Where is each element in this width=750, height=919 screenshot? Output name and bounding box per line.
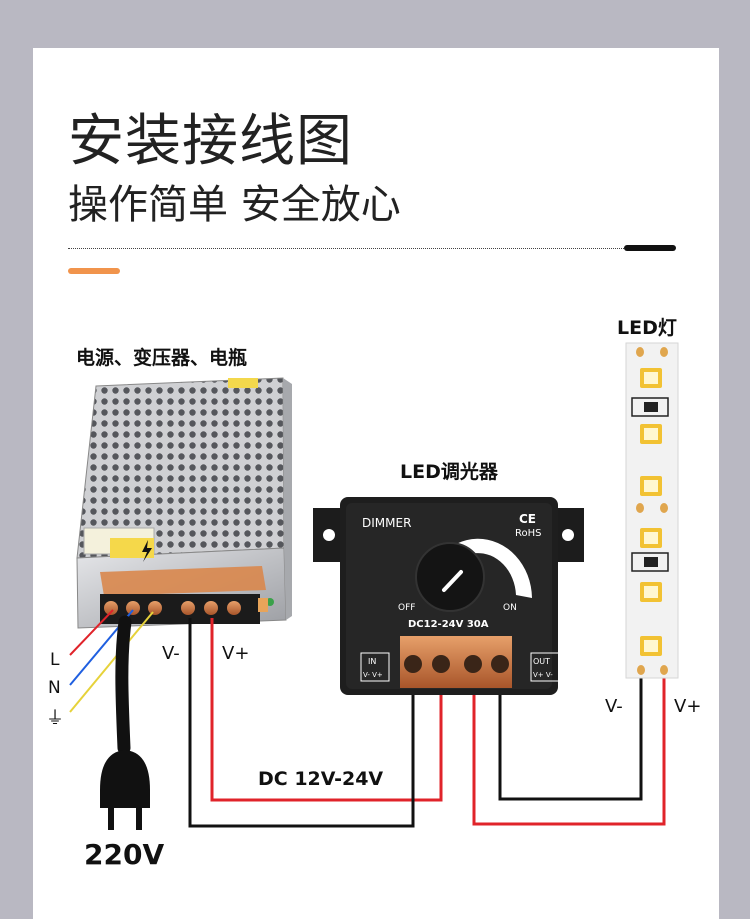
off-label: OFF: [398, 603, 415, 613]
led-strip-label: LED灯: [617, 317, 677, 339]
out-label: OUT: [533, 657, 550, 666]
dimmer-name: DIMMER: [362, 516, 411, 530]
power-cord: [100, 615, 150, 830]
on-label: ON: [503, 603, 517, 613]
psu-v-plus-label: V+: [222, 643, 250, 664]
led-chips: [640, 368, 662, 656]
power-supply: [76, 377, 292, 629]
page-subtitle: 操作简单 安全放心: [68, 182, 401, 228]
dc-voltage-label: DC 12V-24V: [258, 768, 384, 790]
ground-icon: ⏚: [46, 708, 64, 729]
page-title: 安装接线图: [68, 109, 353, 174]
led-v-minus-label: V-: [605, 696, 623, 717]
ac-voltage-label: 220V: [84, 838, 165, 871]
in-label: IN: [368, 657, 376, 666]
dimmer-label: LED调光器: [400, 461, 498, 483]
dimmer-rating: DC12-24V 30A: [408, 619, 489, 630]
rohs-mark: RoHS: [515, 528, 541, 539]
divider-dotted: [68, 248, 624, 249]
live-label: L: [50, 650, 60, 670]
led-strip: [625, 342, 679, 679]
dc-wires: [188, 618, 666, 828]
in-terminals: V- V+: [363, 671, 383, 679]
divider-accent-orange: [68, 268, 120, 274]
out-terminals: V+ V-: [533, 671, 553, 679]
neutral-label: N: [48, 678, 61, 698]
psu-terminal-screws: [104, 601, 241, 615]
ce-mark: CE: [519, 512, 536, 526]
dimmer-knob: [415, 542, 485, 612]
psu-v-minus-label: V-: [162, 643, 180, 664]
dimmer-device: DIMMER CE RoHS OFF ON DC12-24V 30A IN V-…: [313, 497, 584, 695]
high-voltage-icon: [142, 540, 152, 562]
led-v-plus-label: V+: [674, 696, 702, 717]
divider-accent-black: [624, 245, 676, 251]
power-supply-label: 电源、变压器、电瓶: [76, 347, 248, 369]
